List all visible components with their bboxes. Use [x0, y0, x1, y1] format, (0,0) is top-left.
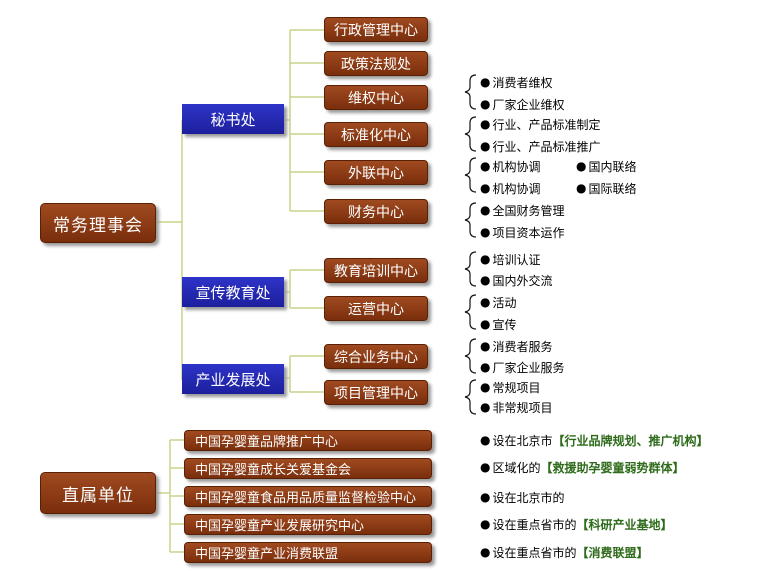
dept-publicity-education: 宣传教育处 [182, 277, 284, 307]
center-standards: 标准化中心 [324, 122, 428, 147]
unit-note: ●设在重点省市的【科研产业基地】 [480, 517, 673, 532]
standing-council-box: 常务理事会 [40, 203, 156, 243]
center-rights: 维权中心 [324, 85, 428, 110]
center-admin: 行政管理中心 [324, 17, 428, 42]
note-item: ●宣传 [480, 317, 517, 332]
unit-note: ●设在重点省市的【消费联盟】 [480, 545, 649, 560]
note-item: ●国内外交流 [480, 273, 553, 288]
center-policy: 政策法规处 [324, 51, 428, 76]
note-item: ●培训认证 [480, 252, 541, 267]
note-item: ●非常规项目 [480, 400, 553, 415]
note-item: ●机构协调 [480, 159, 541, 174]
center-finance: 财务中心 [324, 199, 428, 224]
note-item: ●常规项目 [480, 380, 541, 395]
center-operations: 运营中心 [324, 296, 428, 321]
dept-industry-development: 产业发展处 [182, 364, 284, 394]
unit-growth-fund: 中国孕婴童成长关爱基金会 [184, 458, 432, 479]
note-item: ●机构协调 [480, 181, 541, 196]
note-item: ●国内联络 [576, 159, 637, 174]
center-liaison: 外联中心 [324, 160, 428, 185]
note-item: ●行业、产品标准制定 [480, 117, 601, 132]
direct-units-box: 直属单位 [40, 472, 156, 514]
note-item: ●国际联络 [576, 181, 637, 196]
center-business: 综合业务中心 [324, 344, 428, 369]
note-item: ●行业、产品标准推广 [480, 139, 601, 154]
note-item: ●厂家企业维权 [480, 97, 565, 112]
center-projects: 项目管理中心 [324, 380, 428, 405]
unit-consumer-alliance: 中国孕婴童产业消费联盟 [184, 542, 432, 563]
note-item: ●消费者维权 [480, 75, 553, 90]
note-item: ●项目资本运作 [480, 225, 565, 240]
unit-brand-promotion: 中国孕婴童品牌推广中心 [184, 430, 432, 451]
note-item: ●全国财务管理 [480, 203, 565, 218]
note-item: ●消费者服务 [480, 339, 553, 354]
note-item: ●厂家企业服务 [480, 360, 565, 375]
note-item: ●活动 [480, 295, 517, 310]
dept-secretariat: 秘书处 [182, 104, 284, 134]
note-braces [464, 74, 477, 415]
center-training: 教育培训中心 [324, 258, 428, 283]
unit-quality-inspection: 中国孕婴童食品用品质量监督检验中心 [184, 486, 432, 507]
unit-note: ●区域化的【救援助孕婴童弱势群体】 [480, 460, 685, 475]
unit-research-center: 中国孕婴童产业发展研究中心 [184, 514, 432, 535]
unit-note: ●设在北京市【行业品牌规划、推广机构】 [480, 433, 709, 448]
unit-note: ●设在北京市的 [480, 490, 565, 505]
